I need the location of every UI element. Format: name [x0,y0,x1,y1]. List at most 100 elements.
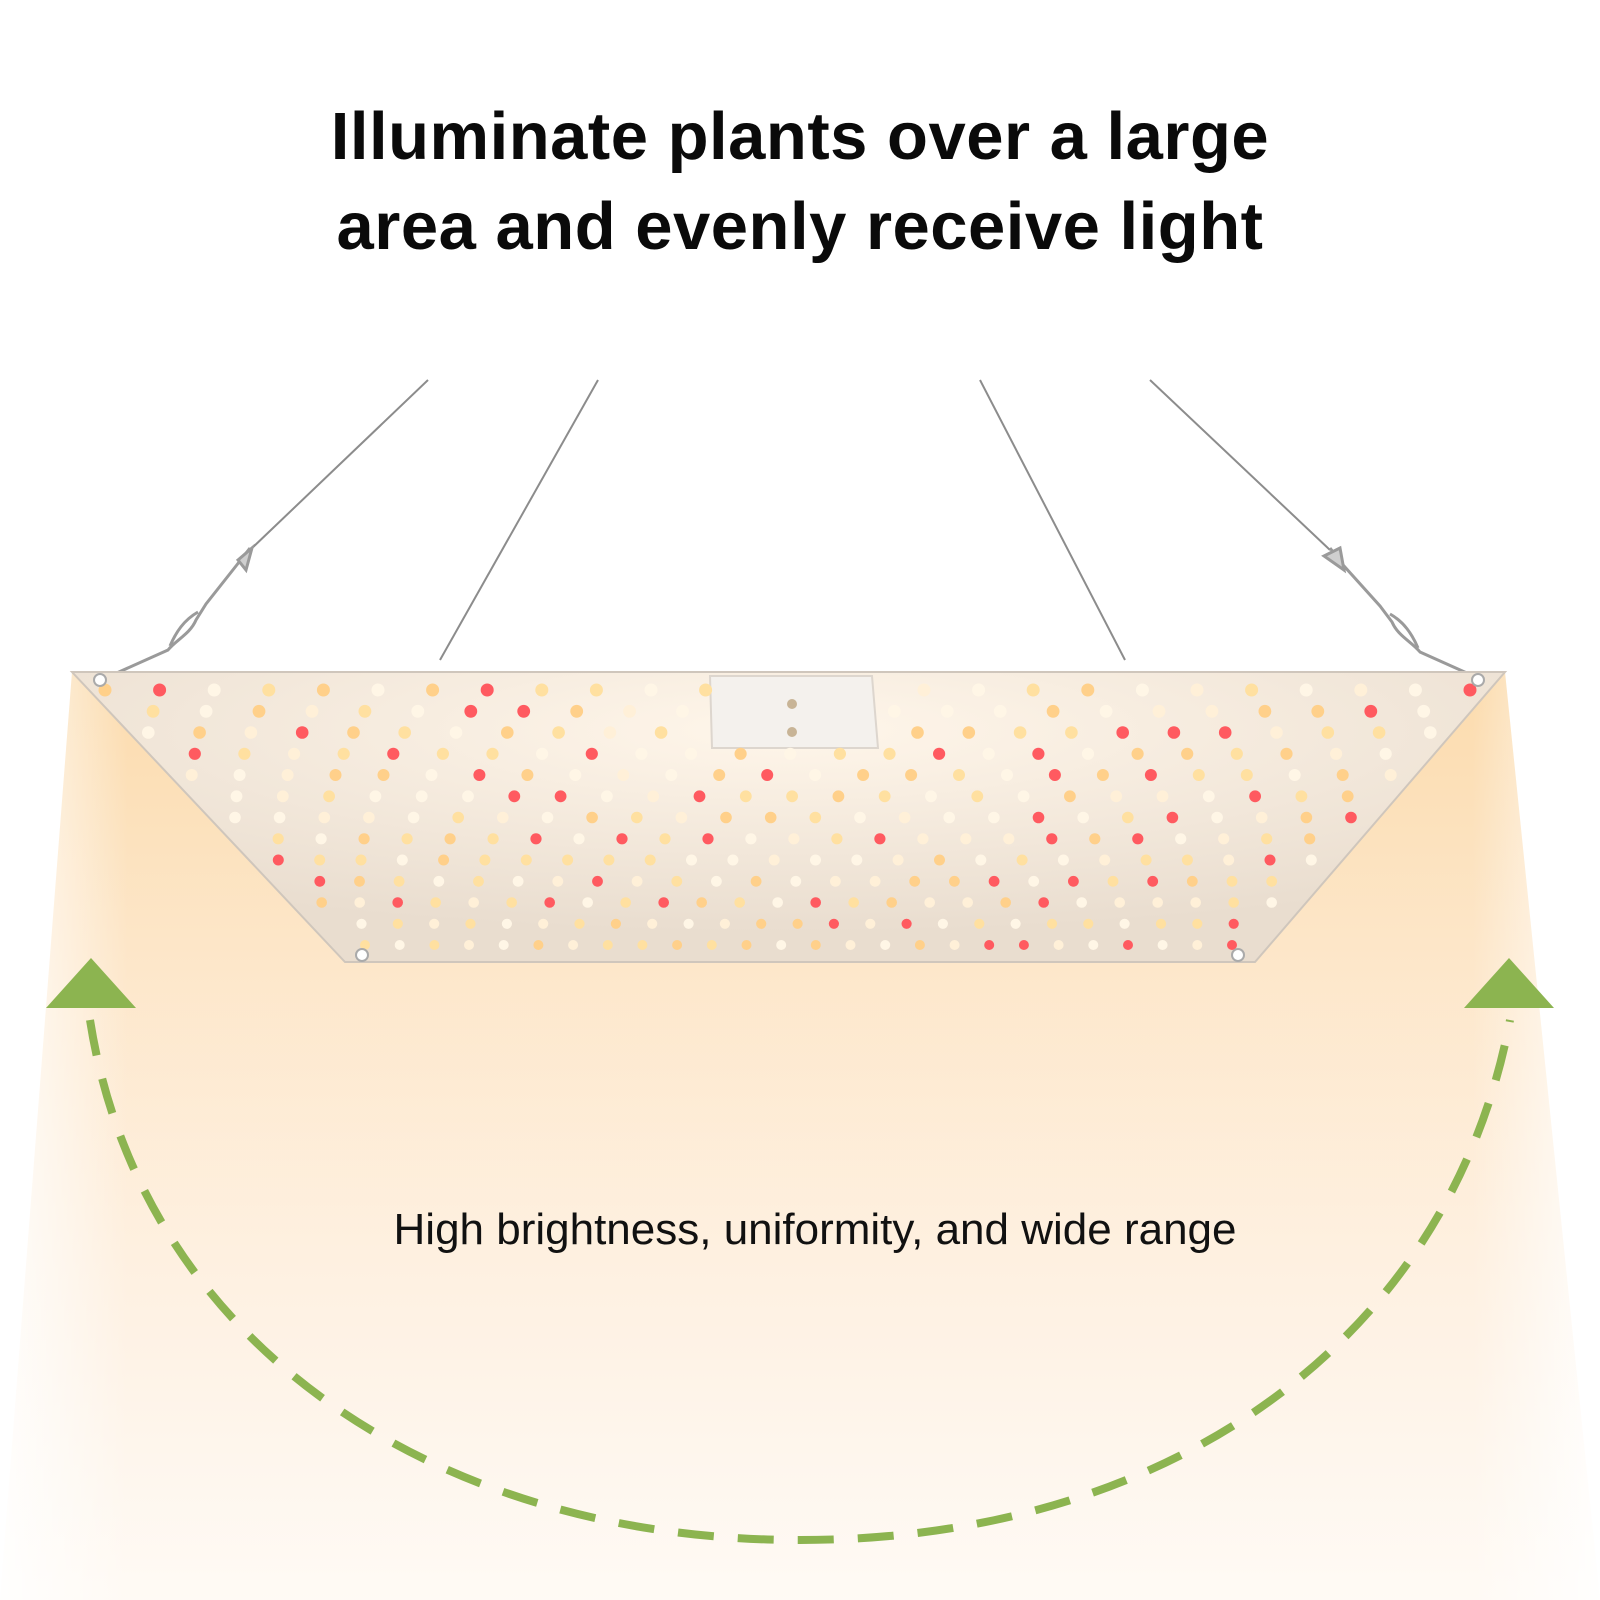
led-diode [644,683,658,697]
led-diode [675,811,688,824]
led-diode [683,918,694,929]
led-diode [425,769,438,781]
hanging-wires [249,379,1331,661]
led-diode [1202,790,1215,803]
led-diode [1046,918,1058,929]
led-diode [574,918,585,929]
led-diode [295,726,309,739]
led-diode [878,790,891,803]
led-diode [316,683,330,697]
led-diode [1077,811,1089,824]
led-diode [570,704,584,718]
led-diode [631,811,643,824]
led-diode [465,918,476,929]
led-diode [1304,833,1316,845]
led-diode [480,683,494,697]
led-diode [1345,811,1357,824]
led-diode [1000,897,1011,908]
led-diode [809,769,822,781]
led-diode [1131,747,1144,760]
led-diode [1311,704,1325,718]
led-diode [734,747,747,760]
led-diode [616,833,628,845]
led-diode [1001,769,1013,781]
led-diode [387,747,400,760]
led-diode [1240,769,1253,781]
led-diode [831,833,843,845]
led-diode [1190,683,1204,697]
led-diode [512,875,524,887]
led-diode [644,854,656,866]
led-diode [433,875,445,887]
led-diode [647,918,658,929]
led-diode [1089,833,1101,845]
led-diode [696,897,707,908]
led-diode [449,726,463,739]
led-diode [914,940,925,950]
led-diode [1032,747,1045,760]
led-diode [487,833,499,845]
led-diode [552,875,564,887]
led-diode [857,769,870,781]
led-diode [1096,769,1109,781]
led-diode [185,769,198,781]
led-diode [756,918,767,929]
led-diode [972,683,986,697]
led-diode [533,940,544,950]
led-diode [1261,833,1273,845]
led-diode [960,833,972,845]
led-diode [713,769,726,781]
led-array [98,683,1477,950]
led-diode [486,747,499,760]
led-diode [1192,918,1203,929]
led-diode [686,854,697,866]
led-diode [1270,726,1283,739]
led-diode [693,790,706,803]
led-diode [436,747,449,760]
led-diode [415,790,428,803]
led-diode [392,918,403,929]
led-diode [1018,940,1029,950]
led-diode [1175,833,1187,845]
led-diode [506,897,517,908]
led-diode [603,726,617,739]
driver-box [708,675,880,749]
led-diode [426,683,440,697]
range-arc [86,1019,1514,1545]
led-diode [1038,897,1049,908]
led-diode [1299,683,1313,697]
right-arrow-head-icon [1464,958,1554,1008]
led-diode [1226,875,1238,887]
led-diode [1166,811,1179,824]
led-diode [347,726,360,739]
led-diode [355,854,367,866]
led-panel [69,671,1508,963]
led-diode [1417,704,1431,718]
led-diode [452,811,465,824]
led-diode [949,940,960,950]
led-diode [788,833,800,845]
led-diode [589,683,603,697]
led-diode [620,897,631,908]
led-diode [1336,769,1349,781]
led-diode [586,811,598,824]
led-diode [810,940,821,950]
led-diode [541,811,554,824]
panel-corner-screws [93,673,1485,962]
led-diode [1266,897,1277,908]
led-diode [1123,940,1133,950]
led-diode [273,811,286,824]
led-diode [810,854,821,866]
led-diode [672,940,683,950]
led-diode [1152,704,1166,718]
led-diode [396,854,408,866]
led-diode [617,769,630,781]
led-diode [1048,769,1061,781]
led-diode [764,811,777,824]
led-diode [898,811,911,824]
led-diode [601,790,613,803]
led-diode [768,854,780,866]
led-diode [262,683,276,697]
led-diode [401,833,413,845]
